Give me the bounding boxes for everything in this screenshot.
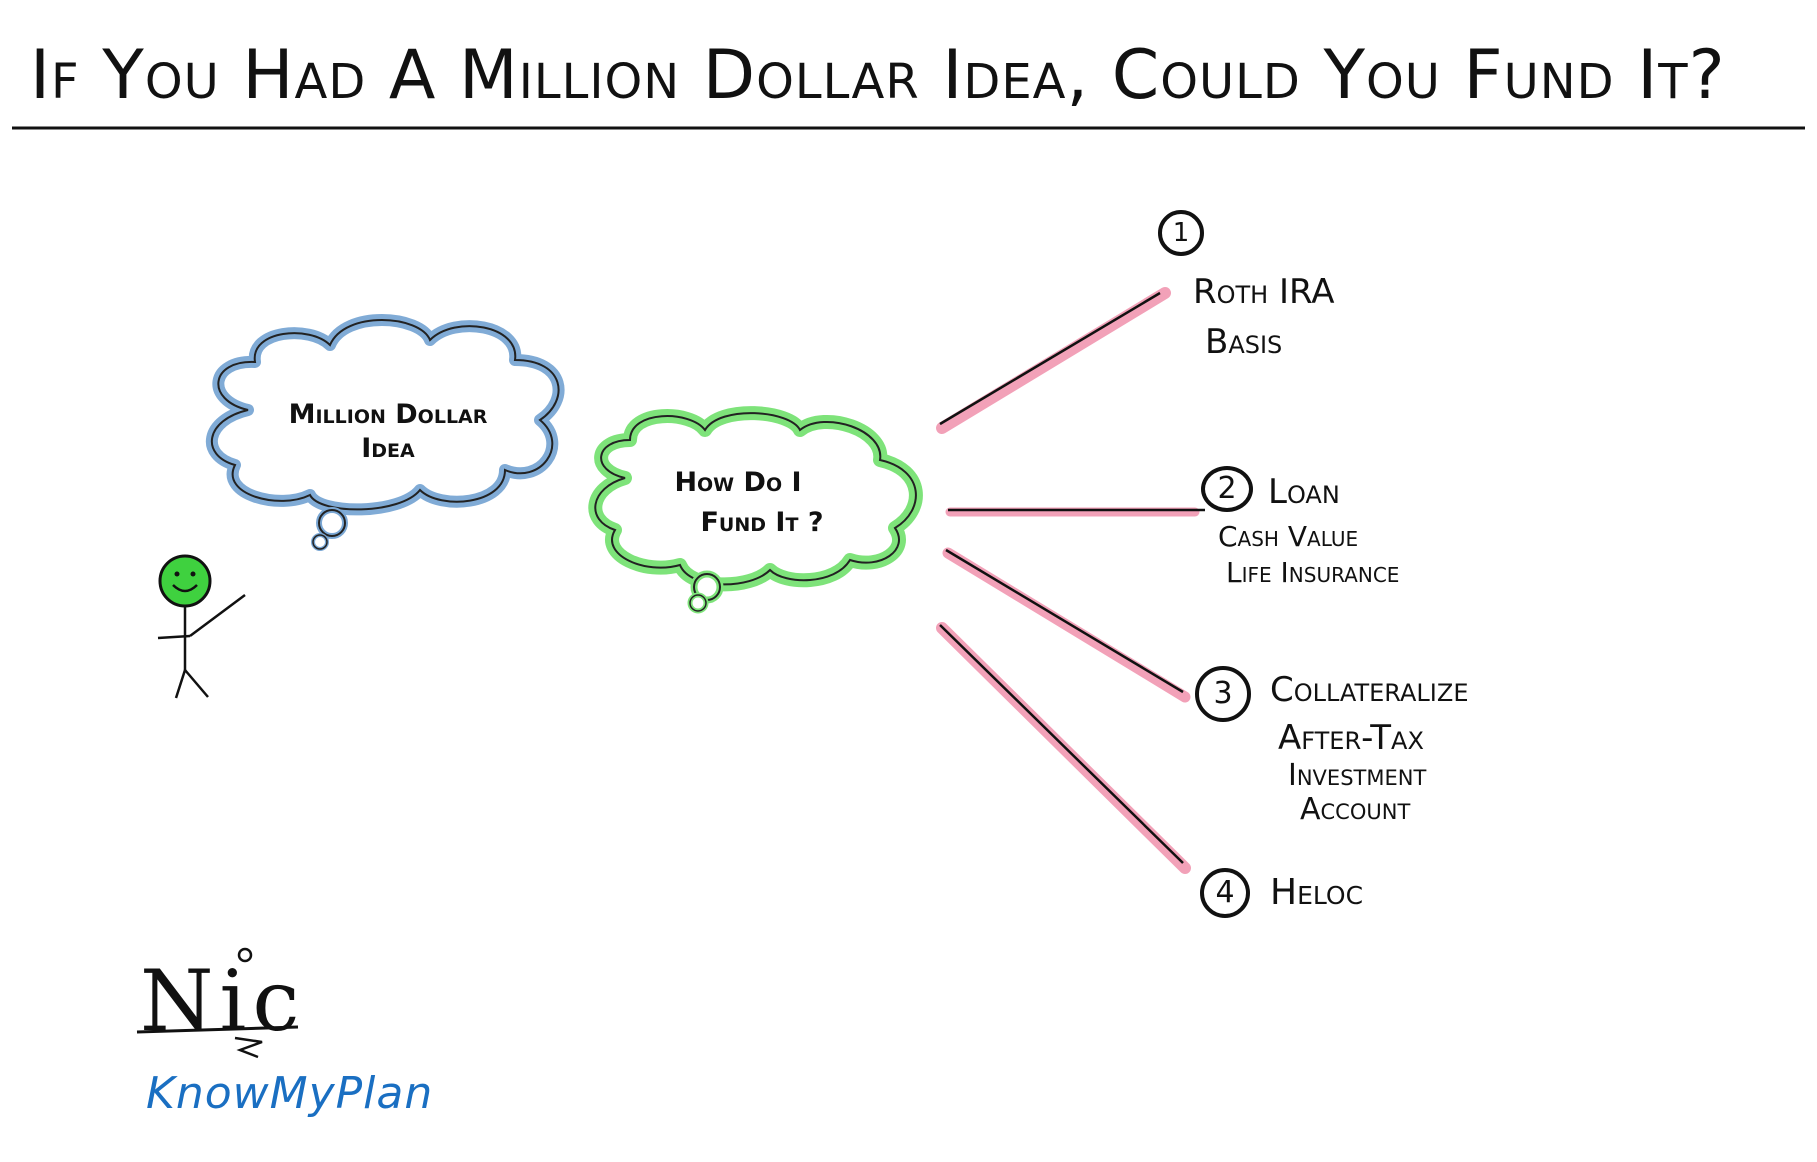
option-1-line-2: Basis [1205, 322, 1283, 362]
question-cloud-line-1: How Do I [674, 467, 802, 498]
option-1-line-1: Roth IRA [1193, 272, 1335, 312]
connector-4 [936, 622, 1191, 874]
connector-2 [945, 507, 1205, 517]
connector-1 [936, 287, 1171, 434]
option-2-line-1: Loan [1268, 472, 1340, 512]
smiley-face-icon [158, 554, 212, 608]
option-2-number-badge: 2 [1201, 466, 1253, 512]
option-1-number-badge: 1 [1158, 210, 1204, 256]
signature-underline [136, 947, 299, 1059]
option-3-number-badge: 3 [1195, 666, 1251, 722]
option-3-line-4: Account [1300, 792, 1411, 827]
option-2-line-2: Cash Value [1218, 520, 1359, 553]
option-4-line-1: Heloc [1270, 872, 1364, 913]
question-cloud [588, 406, 923, 614]
option-4-number-badge: 4 [1200, 868, 1250, 918]
idea-cloud [205, 314, 565, 551]
option-3-line-2: After-Tax [1278, 718, 1424, 758]
idea-cloud-text: Million Dollar Idea [288, 399, 488, 464]
author-signature: Nic [140, 952, 306, 1050]
option-3-line-3: Investment [1288, 758, 1427, 793]
page-title: If You Had A Million Dollar Idea, Could … [30, 36, 1726, 115]
connector-3 [942, 547, 1191, 703]
option-2-line-3: Life Insurance [1226, 556, 1400, 589]
brand-logo-text: KnowMyPlan [146, 1068, 434, 1119]
question-cloud-line-2: Fund It ? [700, 507, 824, 538]
stick-figure [157, 554, 246, 699]
option-3-line-1: Collateralize [1270, 670, 1469, 710]
